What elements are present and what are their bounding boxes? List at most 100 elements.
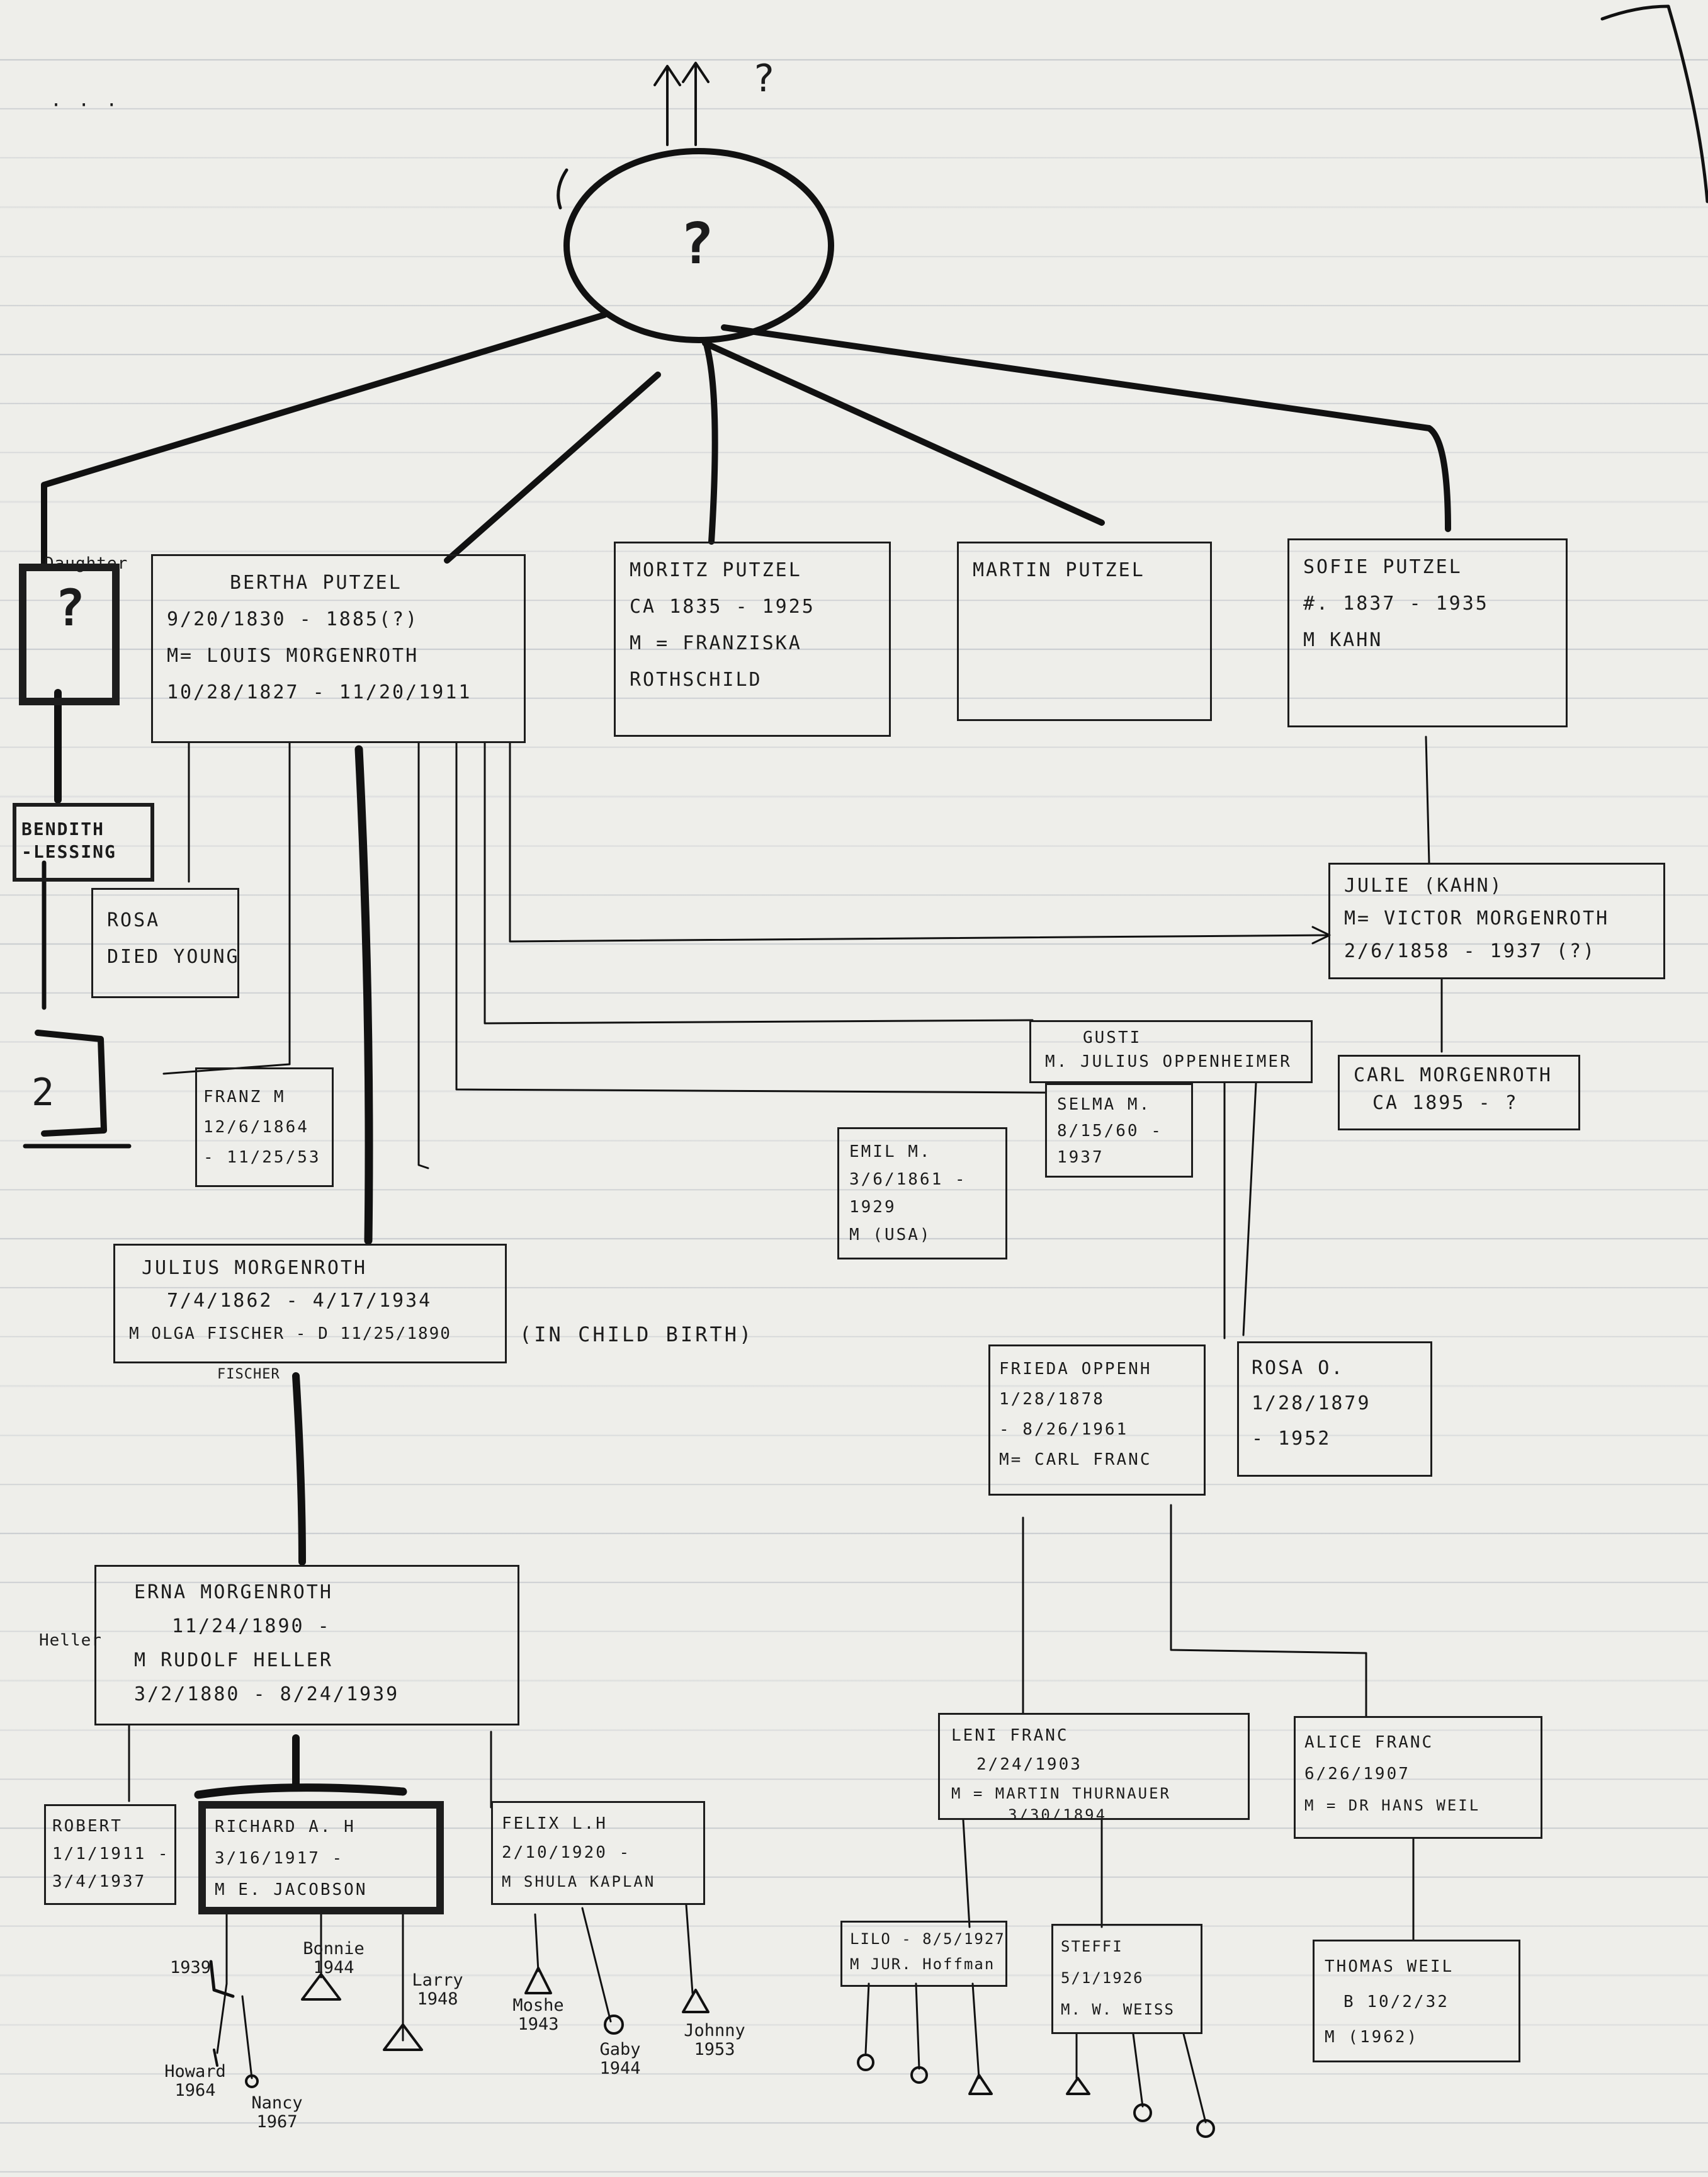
person-emil-m: EMIL M. 3/6/1861 - 1929 M (USA)	[837, 1127, 1007, 1259]
person-lilo: LILO - 8/5/1927 M JUR. Hoffman	[840, 1921, 1007, 1987]
richard-spouse: M E. JACOBSON	[215, 1880, 368, 1899]
erna-spouse: M RUDOLF HELLER	[134, 1649, 333, 1671]
person-moritz-putzel: MORITZ PUTZEL CA 1835 - 1925 M = FRANZIS…	[614, 542, 891, 737]
bendith-line-1: BENDITH	[21, 819, 105, 839]
frieda-birth: 1/28/1878	[999, 1390, 1105, 1409]
bertha-dates: 9/20/1830 - 1885(?)	[167, 608, 419, 630]
frieda-spouse: M= CARL FRANC	[999, 1450, 1152, 1469]
unknown-2: 2	[31, 1071, 57, 1115]
person-rosa-o: ROSA O. 1/28/1879 - 1952	[1237, 1341, 1432, 1477]
rosa-box: ROSA DIED YOUNG	[91, 888, 239, 998]
person-alice-franc: ALICE FRANC 6/26/1907 M = DR HANS WEIL	[1294, 1716, 1542, 1839]
heller-note: Heller	[39, 1631, 102, 1650]
richard-child-bonnie: Bonnie 1944	[303, 1939, 365, 1977]
person-richard-a-h: RICHARD A. H 3/16/1917 - M E. JACOBSON	[198, 1801, 444, 1914]
top-question-mark: ?	[752, 57, 778, 101]
person-julie-kahn: JULIE (KAHN) M= VICTOR MORGENROTH 2/6/18…	[1328, 863, 1665, 979]
person-selma-m: SELMA M. 8/15/60 - 1937	[1045, 1083, 1193, 1178]
martin-name: MARTIN PUTZEL	[973, 559, 1145, 581]
sofie-dates: #. 1837 - 1935	[1303, 593, 1489, 615]
person-bertha-putzel: BERTHA PUTZEL 9/20/1830 - 1885(?) M= LOU…	[151, 554, 526, 743]
leni-birth: 2/24/1903	[976, 1755, 1082, 1774]
person-carl-morgenroth: CARL MORGENROTH CA 1895 - ?	[1338, 1055, 1580, 1130]
unknown-daughter-label: ?	[55, 579, 88, 637]
moritz-dates: CA 1835 - 1925	[630, 596, 815, 618]
emil-name: EMIL M.	[849, 1142, 932, 1161]
person-gusti: GUSTI M. JULIUS OPPENHEIMER	[1029, 1020, 1313, 1083]
grandchild-nancy: Nancy 1967	[251, 2093, 303, 2132]
person-sofie-putzel: SOFIE PUTZEL #. 1837 - 1935 M KAHN	[1287, 538, 1568, 727]
carl-name: CARL MORGENROTH	[1354, 1064, 1552, 1086]
felix-child-johnny: Johnny 1953	[684, 2021, 745, 2059]
robert-death: 3/4/1937	[52, 1872, 147, 1891]
franz-birth: 12/6/1864	[203, 1118, 309, 1137]
sofie-spouse: M KAHN	[1303, 629, 1383, 651]
julius-spouse: M OLGA FISCHER - D 11/25/1890	[129, 1324, 451, 1343]
ancestor-label: ?	[680, 211, 715, 277]
franz-death: - 11/25/53	[203, 1148, 321, 1167]
emil-note: M (USA)	[849, 1225, 932, 1244]
selma-birth: 8/15/60 -	[1057, 1122, 1163, 1140]
ancestor-oval	[563, 148, 834, 343]
rosa-note: DIED YOUNG	[107, 946, 239, 968]
julius-dates: 7/4/1862 - 4/17/1934	[167, 1290, 433, 1312]
bendith-box: BENDITH -LESSING	[13, 803, 154, 882]
frieda-death: - 8/26/1961	[999, 1420, 1129, 1439]
robert-name: ROBERT	[52, 1817, 123, 1836]
franz-name: FRANZ M	[203, 1088, 286, 1106]
unknown-daughter-box: ?	[19, 564, 120, 705]
julius-name: JULIUS MORGENROTH	[142, 1257, 368, 1279]
person-steffi: STEFFI 5/1/1926 M. W. WEISS	[1051, 1924, 1202, 2034]
emil-birth: 3/6/1861 -	[849, 1170, 967, 1189]
richard-child-larry: Larry 1948	[412, 1970, 463, 2009]
rosa-name: ROSA	[107, 909, 161, 931]
gusti-spouse: M. JULIUS OPPENHEIMER	[1045, 1052, 1292, 1071]
grandchild-howard: Howard 1964	[164, 2062, 226, 2100]
erna-name: ERNA MORGENROTH	[134, 1581, 333, 1603]
moritz-spouse-surname: ROTHSCHILD	[630, 669, 762, 691]
richard-birth: 3/16/1917 -	[215, 1849, 344, 1868]
bertha-name: BERTHA PUTZEL	[230, 572, 402, 594]
carl-dates: CA 1895 - ?	[1372, 1092, 1519, 1114]
fischer-note: FISCHER	[217, 1367, 280, 1382]
thomas-birth: B 10/2/32	[1343, 1992, 1449, 2011]
moritz-spouse: M = FRANZISKA	[630, 632, 802, 654]
emil-death: 1929	[849, 1198, 896, 1217]
selma-name: SELMA M.	[1057, 1095, 1151, 1114]
alice-spouse: M = DR HANS WEIL	[1304, 1797, 1481, 1814]
leni-name: LENI FRANC	[951, 1726, 1069, 1745]
lilo-spouse: M JUR. Hoffman	[850, 1955, 995, 1973]
rosa-o-name: ROSA O.	[1252, 1357, 1345, 1379]
person-robert: ROBERT 1/1/1911 - 3/4/1937	[44, 1804, 176, 1905]
bendith-line-2: -LESSING	[21, 841, 116, 862]
steffi-name: STEFFI	[1061, 1938, 1123, 1955]
erna-spouse-dates: 3/2/1880 - 8/24/1939	[134, 1683, 400, 1705]
alice-birth: 6/26/1907	[1304, 1765, 1410, 1783]
julie-dates: 2/6/1858 - 1937 (?)	[1344, 940, 1597, 962]
sofie-name: SOFIE PUTZEL	[1303, 556, 1462, 578]
leni-spouse: M = MARTIN THURNAUER	[951, 1785, 1171, 1802]
erna-dates: 11/24/1890 -	[172, 1615, 331, 1637]
richard-name: RICHARD A. H	[215, 1817, 356, 1836]
thomas-name: THOMAS WEIL	[1325, 1957, 1454, 1976]
person-leni-franc: LENI FRANC 2/24/1903 M = MARTIN THURNAUE…	[938, 1713, 1250, 1820]
felix-name: FELIX L.H	[502, 1814, 608, 1833]
bertha-spouse: M= LOUIS MORGENROTH	[167, 645, 419, 667]
moritz-name: MORITZ PUTZEL	[630, 559, 802, 581]
steffi-birth: 5/1/1926	[1061, 1969, 1144, 1987]
alice-name: ALICE FRANC	[1304, 1733, 1434, 1752]
felix-child-gaby: Gaby 1944	[599, 2040, 641, 2078]
person-martin-putzel: MARTIN PUTZEL	[957, 542, 1212, 721]
felix-child-moshe: Moshe 1943	[512, 1996, 564, 2034]
person-felix-l-h: FELIX L.H 2/10/1920 - M SHULA KAPLAN	[491, 1801, 705, 1905]
julie-name: JULIE (KAHN)	[1344, 875, 1503, 897]
richard-child-1939: 1939	[170, 1958, 212, 1977]
person-thomas-weil: THOMAS WEIL B 10/2/32 M (1962)	[1313, 1940, 1520, 2062]
selma-death: 1937	[1057, 1148, 1104, 1167]
person-frieda-oppenheimer: FRIEDA OPPENH 1/28/1878 - 8/26/1961 M= C…	[988, 1344, 1206, 1496]
person-julius-morgenroth: JULIUS MORGENROTH 7/4/1862 - 4/17/1934 M…	[113, 1244, 507, 1363]
thomas-marriage: M (1962)	[1325, 2028, 1419, 2047]
steffi-spouse: M. W. WEISS	[1061, 2001, 1175, 2018]
